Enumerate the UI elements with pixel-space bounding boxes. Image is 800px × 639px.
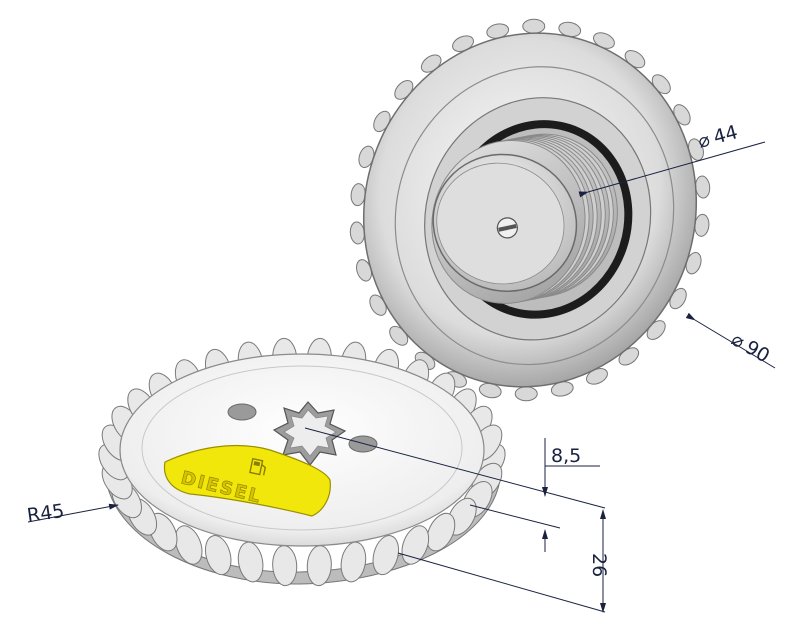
cap-rear-view [349,18,711,402]
extension-line-mid [469,504,561,529]
side-hole-right [348,435,378,453]
extension-line-bottom [397,552,606,613]
rim-tooth [695,175,711,199]
rim-tooth [237,541,264,583]
rim-tooth [401,525,430,565]
cap-front-view: DIESEL [98,337,506,587]
diesel-badge [163,444,331,517]
depth-label: 8,5 [551,445,581,467]
label-outer-diameter: ⌀ 90 [728,328,774,367]
height-label: 26 [588,553,610,577]
leader-outer-diameter [685,312,776,369]
rim-tooth [340,541,367,583]
inner-diameter-value: 44 [711,121,740,149]
leader-inner-diameter [578,141,766,198]
rear-flange-ring [394,66,675,366]
dimension-lines [27,141,776,613]
radius-label: R45 [26,500,66,527]
star-socket-inner [283,409,337,457]
cap-top-inner [141,365,463,531]
rim-tooth [204,535,232,576]
rim-tooth [426,512,456,552]
fuel-pump-icon [249,457,267,476]
rim-tooth [685,251,702,275]
label-inner-diameter: ⌀ 44 [696,121,741,153]
rim-tooth [514,386,538,402]
outer-diameter-value: 90 [741,336,773,367]
rim-tooth [372,535,400,576]
inner-diameter-symbol: ⌀ [696,129,713,153]
extension-line-top [304,427,606,509]
rim-tooth [174,525,203,565]
rim-tooth [349,221,365,245]
rim-tooth [522,18,546,34]
side-hole-left [227,403,257,421]
screw-slot [498,224,517,232]
leader-radius [27,503,119,523]
